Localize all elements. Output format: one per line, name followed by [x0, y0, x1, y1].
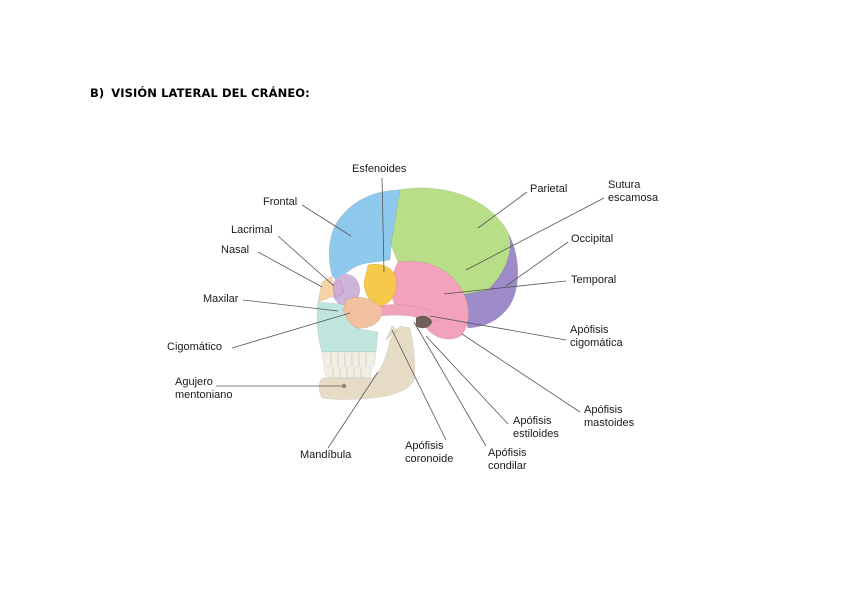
leader-sutura — [465, 197, 605, 271]
lower-teeth — [323, 366, 373, 379]
bone-frontal — [328, 189, 401, 284]
leader-mandibula — [327, 371, 379, 449]
leader-esfenoides — [381, 177, 385, 273]
leader-coronoide — [391, 329, 447, 441]
leader-estiloides — [425, 335, 509, 425]
label-condilar-line2: condilar — [488, 460, 527, 472]
label-lacrimal-text: Lacrimal — [231, 224, 273, 236]
leader-lines — [216, 177, 605, 449]
leader-lacrimal — [277, 235, 335, 287]
label-condilar-line1: Apófisis — [488, 447, 527, 459]
ear-canal — [415, 315, 433, 329]
label-parietal-text: Parietal — [530, 183, 568, 195]
leader-apof-cigomatica — [429, 315, 567, 341]
label-frontal-text: Frontal — [263, 196, 298, 208]
label-mastoides-line2: mastoides — [584, 417, 635, 429]
label-cigomatico-text: Cigomático — [167, 341, 223, 353]
label-apofisis-estiloides: Apófisis estiloides — [513, 415, 559, 441]
leader-cigomatico — [231, 312, 351, 349]
label-estiloides-line1: Apófisis — [513, 415, 552, 427]
label-coronoide-line2: coronoide — [405, 453, 454, 465]
label-maxilar-text: Maxilar — [203, 293, 239, 305]
leader-occipital — [505, 241, 569, 287]
label-apofisis-mastoides: Apófisis mastoides — [584, 404, 634, 430]
label-coronoide-line1: Apófisis — [405, 440, 444, 452]
label-apofisis-condilar: Apófisis condilar — [488, 447, 527, 473]
label-sutura-line2: escamosa — [608, 192, 659, 204]
leader-maxilar — [242, 299, 339, 312]
label-agujero-mentoniano: Agujero mentoniano — [175, 376, 233, 402]
bone-nasal — [317, 275, 335, 303]
leader-frontal — [301, 204, 352, 237]
bone-maxilla — [316, 301, 379, 353]
label-mandibula-text: Mandíbula — [300, 449, 352, 461]
label-sutura-escamosa: Sutura escamosa — [608, 179, 658, 205]
bone-mandible — [318, 325, 416, 400]
bone-lacrimal — [331, 279, 345, 299]
label-apof-cigomatica-line1: Apófisis — [570, 324, 609, 336]
label-nasal-text: Nasal — [221, 244, 250, 256]
mental-foramen — [341, 383, 347, 389]
coronoid-process — [385, 325, 399, 341]
label-temporal-text: Temporal — [571, 274, 617, 286]
label-agujero-line2: mentoniano — [175, 389, 233, 401]
label-occipital: Occipital — [571, 233, 613, 246]
label-occipital-text: Occipital — [571, 233, 614, 245]
leader-nasal — [257, 251, 323, 288]
label-apofisis-cigomatica: Apófisis cigomática — [570, 324, 623, 350]
label-apofisis-coronoide: Apófisis coronoide — [405, 440, 453, 466]
section-heading: B) VISIÓN LATERAL DEL CRÁNEO: — [90, 86, 310, 100]
bone-sphenoid — [363, 263, 397, 307]
label-parietal: Parietal — [530, 183, 567, 196]
label-mandibula: Mandíbula — [300, 449, 351, 462]
label-esfenoides-text: Esfenoides — [352, 163, 407, 175]
label-cigomatico: Cigomático — [167, 341, 222, 354]
leader-parietal — [477, 191, 528, 229]
leader-temporal — [443, 280, 567, 295]
label-sutura-line1: Sutura — [608, 179, 641, 191]
label-estiloides-line2: estiloides — [513, 428, 559, 440]
label-apof-cigomatica-line2: cigomática — [570, 337, 623, 349]
label-lacrimal: Lacrimal — [231, 224, 273, 237]
upper-teeth — [321, 351, 377, 367]
label-frontal: Frontal — [263, 196, 297, 209]
leader-mastoides — [461, 333, 581, 413]
section-letter: B) — [90, 86, 105, 100]
label-esfenoides: Esfenoides — [352, 163, 406, 176]
skull-illustration — [316, 187, 519, 400]
label-mastoides-line1: Apófisis — [584, 404, 623, 416]
label-temporal: Temporal — [571, 274, 616, 287]
label-nasal: Nasal — [221, 244, 249, 257]
section-title: VISIÓN LATERAL DEL CRÁNEO: — [111, 86, 310, 100]
teeth-lines — [330, 353, 367, 378]
label-agujero-line1: Agujero — [175, 376, 213, 388]
label-maxilar: Maxilar — [203, 293, 238, 306]
leader-condilar — [413, 321, 487, 447]
